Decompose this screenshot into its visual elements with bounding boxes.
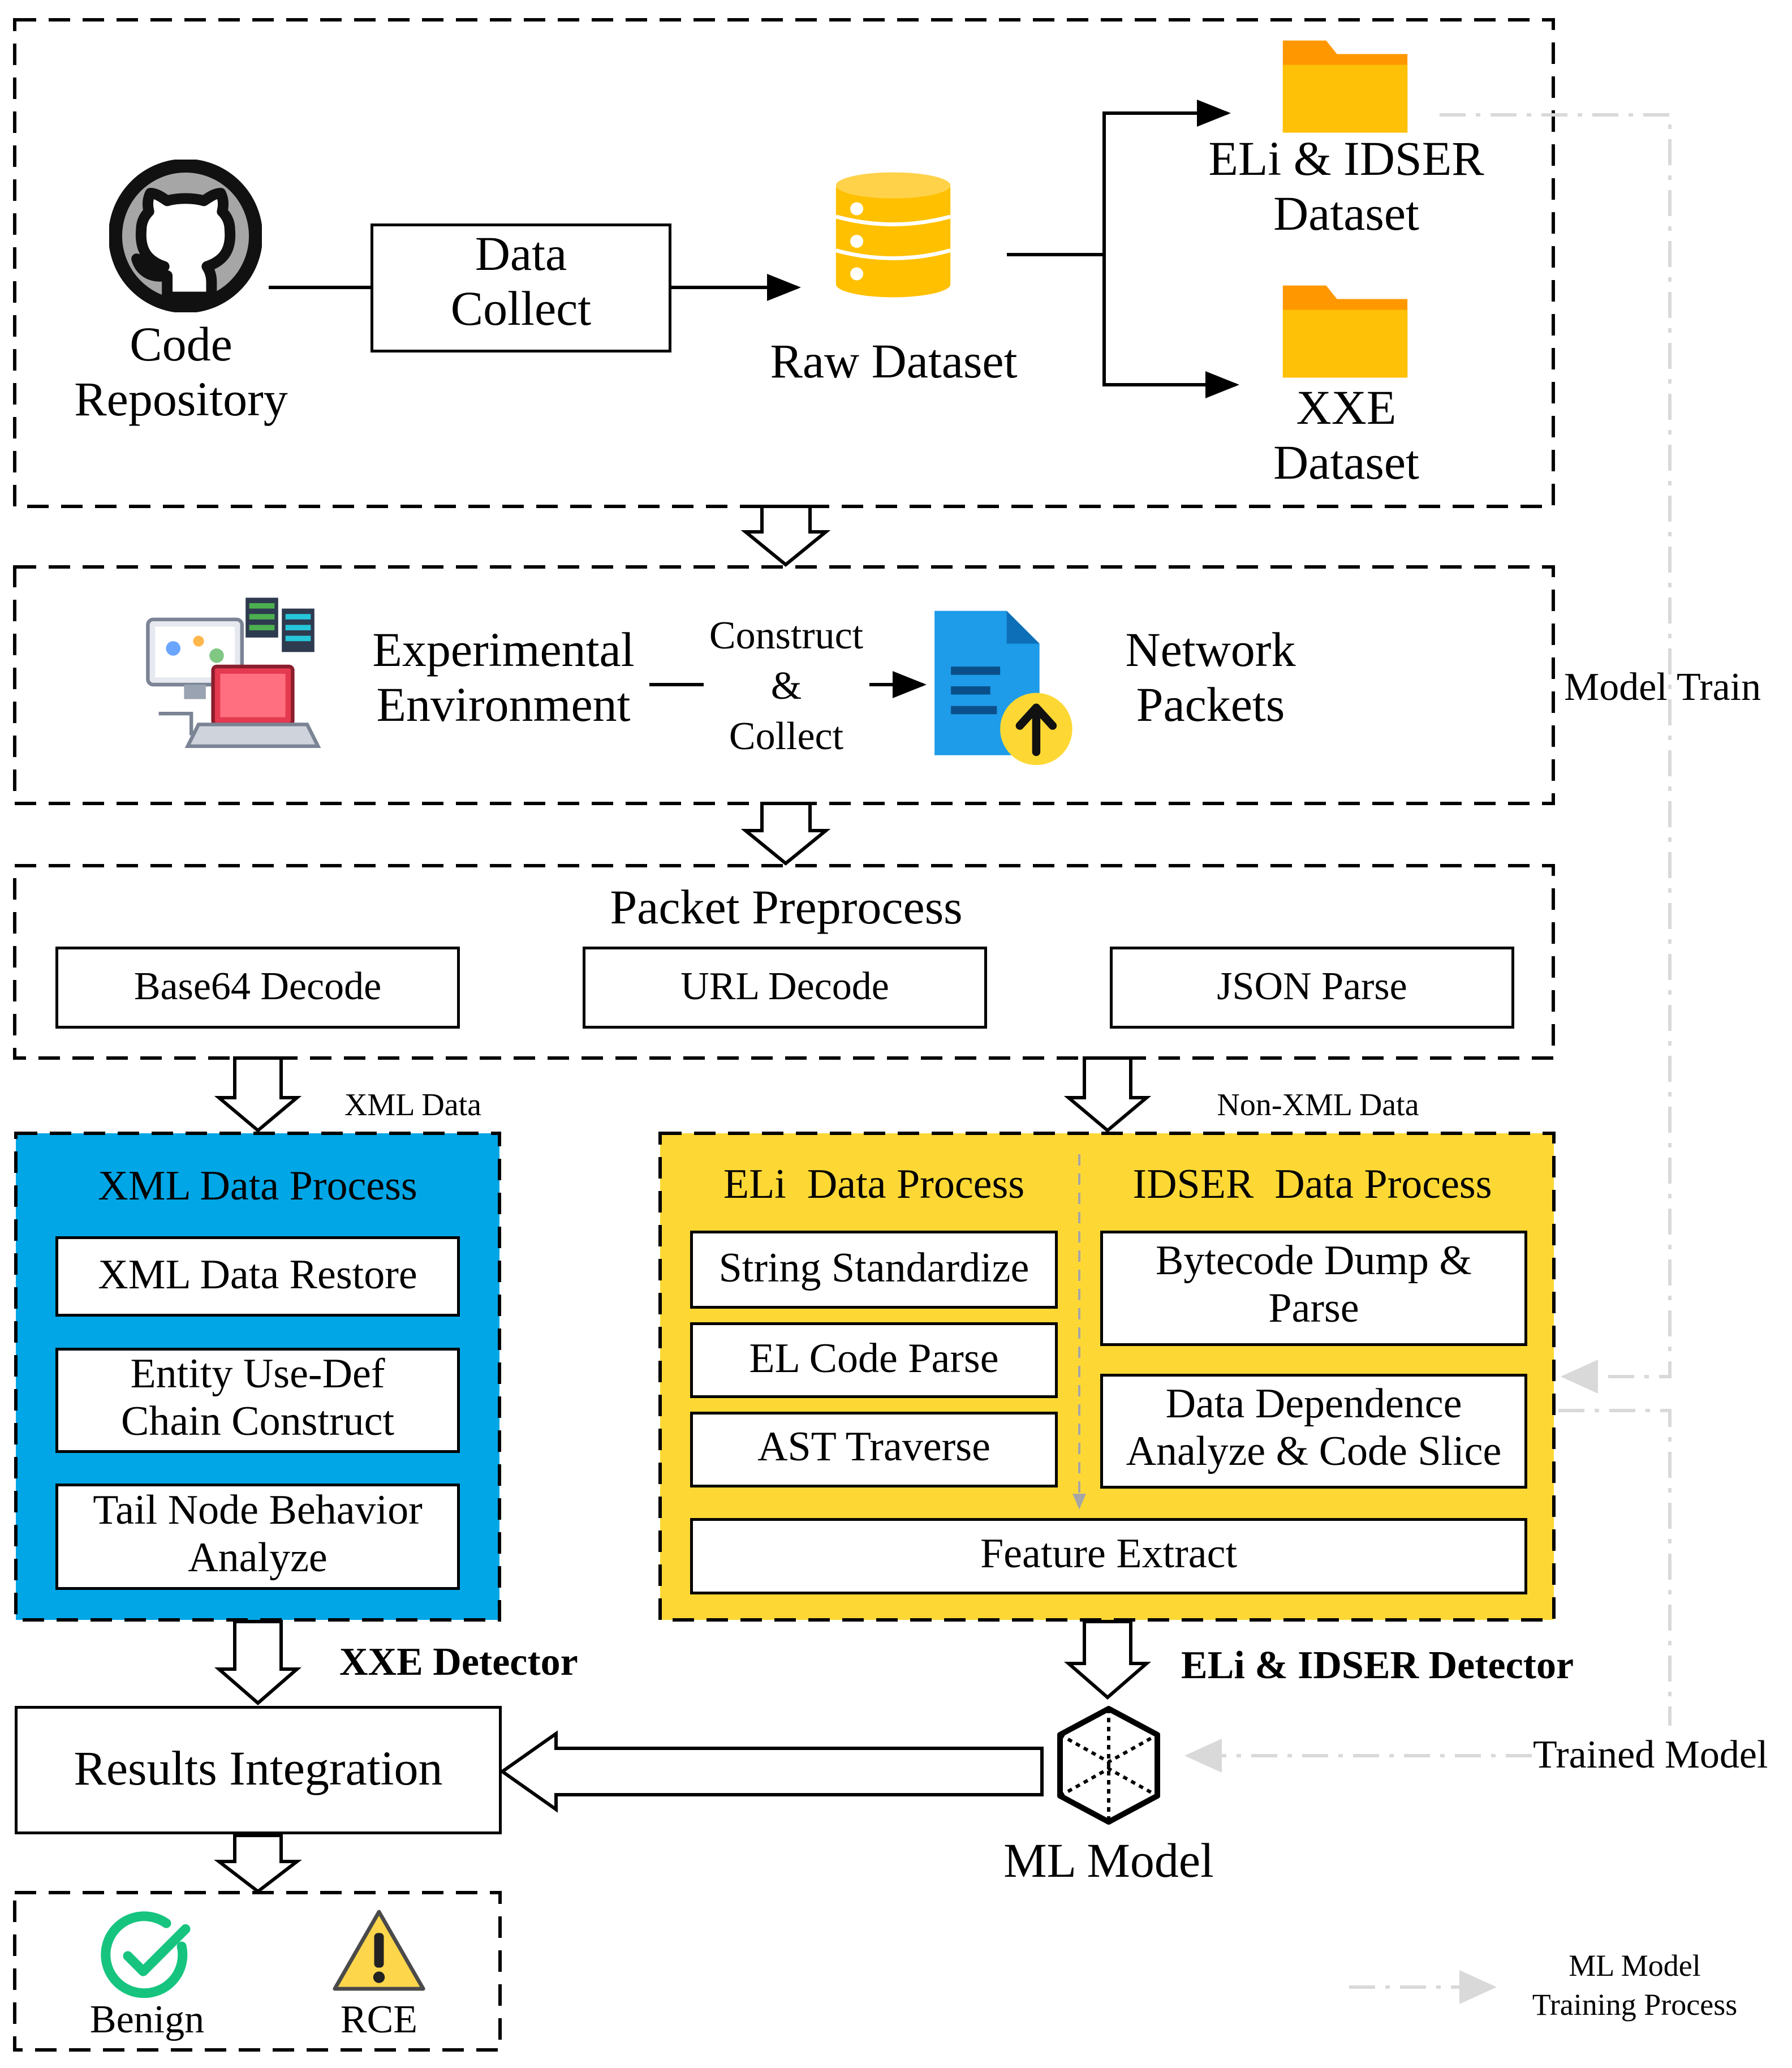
folder-icon — [1282, 285, 1408, 378]
down-arrow — [1063, 1056, 1152, 1133]
down-arrow — [1063, 1620, 1152, 1700]
down-arrow — [740, 505, 831, 567]
ast-traverse-box — [690, 1412, 1058, 1487]
entity-use-def-box — [55, 1348, 460, 1453]
data-collect-box — [371, 223, 671, 352]
url-decode-label: URL Decode — [680, 965, 889, 1008]
down-arrow — [214, 1056, 302, 1133]
tail-node-box — [55, 1484, 460, 1590]
trained-model-label: Trained Model — [1533, 1733, 1768, 1777]
data-dependence-box — [1100, 1374, 1527, 1489]
eli-idser-detector-label: ELi & IDSER Detector — [1181, 1644, 1574, 1687]
down-arrow — [214, 1620, 302, 1705]
github-icon — [109, 160, 262, 312]
json-parse-label: JSON Parse — [1217, 965, 1407, 1008]
ml-model-label: ML Model — [1003, 1833, 1214, 1888]
stage2-container — [13, 565, 1555, 805]
bytecode-dump-box — [1100, 1231, 1527, 1346]
down-arrow — [214, 1834, 302, 1894]
left-arrow — [499, 1730, 1044, 1813]
xml-process-title: XML Data Process — [98, 1163, 417, 1209]
folder-icon — [1282, 40, 1408, 133]
stage3-container — [13, 864, 1555, 1060]
tail-node-label: Tail Node Behavior Analyze — [93, 1487, 423, 1581]
xml-data-restore-box — [55, 1236, 460, 1317]
eli-process-title: ELi Data Process — [723, 1161, 1025, 1207]
url-decode-box — [583, 947, 987, 1029]
el-code-parse-box — [690, 1322, 1058, 1398]
ast-traverse-label: AST Traverse — [757, 1424, 990, 1470]
feature-extract-box — [690, 1518, 1527, 1594]
file-upload-icon — [934, 610, 1072, 766]
el-code-parse-label: EL Code Parse — [749, 1335, 999, 1382]
base64-decode-label: Base64 Decode — [133, 965, 382, 1008]
results-integration-box — [15, 1706, 502, 1834]
string-standardize-label: String Standardize — [718, 1245, 1029, 1291]
idser-process-title: IDSER Data Process — [1132, 1161, 1492, 1207]
data-dependence-label: Data Dependence Analyze & Code Slice — [1126, 1381, 1502, 1474]
non-xml-data-label: Non-XML Data — [1217, 1087, 1419, 1123]
raw-dataset-label: Raw Dataset — [770, 334, 1018, 388]
check-circle-icon — [101, 1911, 191, 1998]
xxe-detector-label: XXE Detector — [339, 1640, 578, 1684]
xml-data-label: XML Data — [344, 1087, 482, 1123]
bytecode-dump-label: Bytecode Dump & Parse — [1155, 1237, 1472, 1331]
feature-extract-label: Feature Extract — [980, 1530, 1238, 1577]
rce-label: RCE — [340, 1998, 418, 2041]
string-standardize-box — [690, 1231, 1058, 1309]
json-parse-box — [1110, 947, 1514, 1029]
packet-preprocess-title: Packet Preprocess — [610, 880, 963, 934]
results-integration-label: Results Integration — [74, 1741, 443, 1795]
cube-icon — [1057, 1706, 1160, 1825]
entity-use-def-label: Entity Use-Def Chain Construct — [120, 1351, 395, 1444]
database-icon — [835, 172, 951, 298]
base64-decode-box — [55, 947, 460, 1029]
server-computer-icon — [146, 597, 321, 748]
benign-label: Benign — [89, 1998, 205, 2041]
construct-collect-label: Construct&Collect — [709, 614, 864, 758]
down-arrow — [740, 802, 831, 866]
model-train-label: Model Train — [1564, 665, 1761, 709]
xml-data-restore-label: XML Data Restore — [98, 1252, 417, 1298]
warning-icon — [333, 1910, 425, 1991]
